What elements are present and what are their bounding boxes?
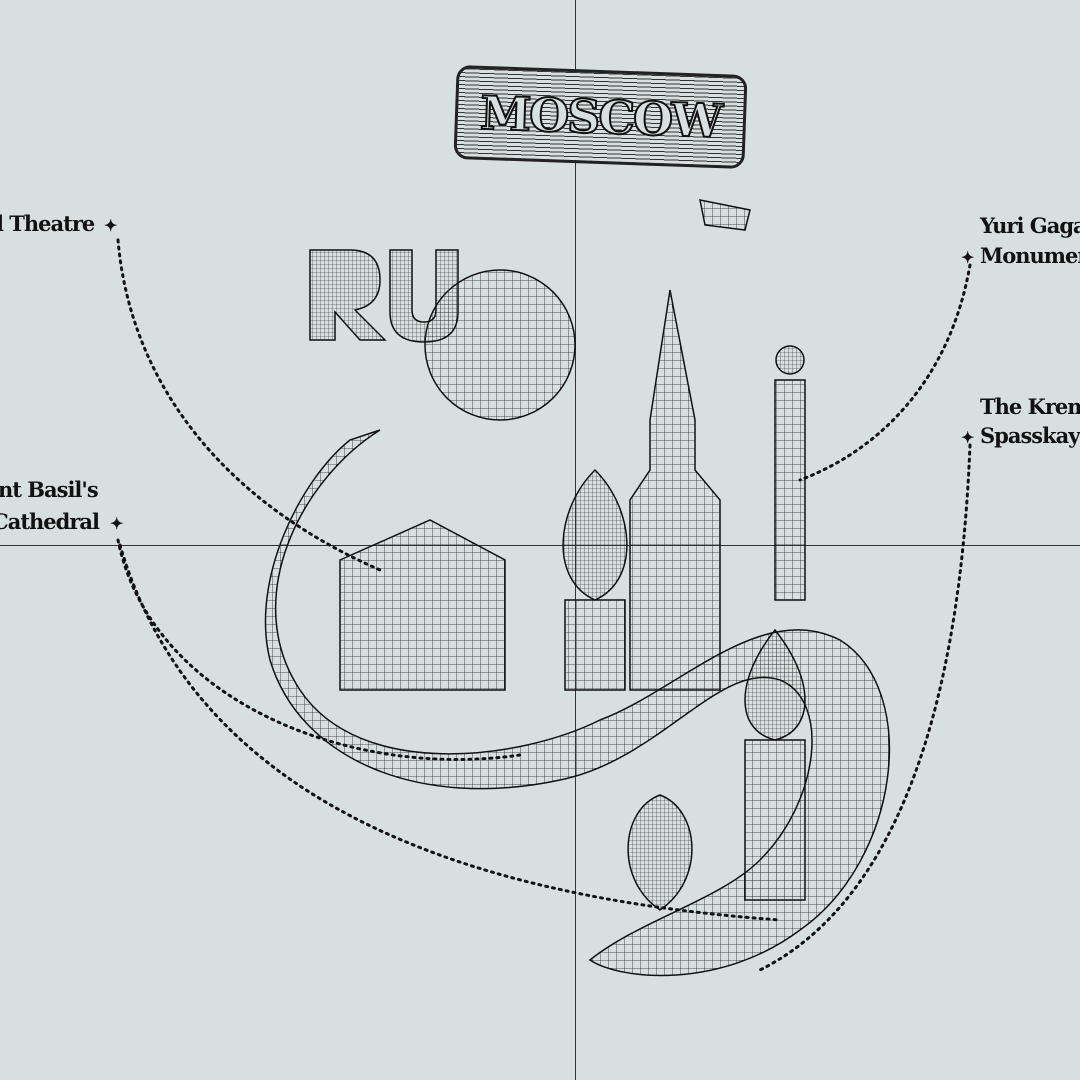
- spasskaya-tower: [629, 289, 721, 691]
- marker-theatre-icon: ✦: [104, 216, 117, 235]
- sputnik: [699, 199, 751, 231]
- label-basil-1: nt Basil's: [0, 477, 99, 502]
- football: [424, 269, 576, 421]
- bolshoi-theatre: [339, 519, 506, 691]
- leader-kremlin: [758, 443, 972, 972]
- label-kremlin-2: Spasskaya: [980, 423, 1080, 448]
- title-plate: MOSCOW: [453, 64, 748, 170]
- basil-dome: [562, 468, 628, 601]
- label-kremlin-1: The Kreml: [980, 394, 1080, 419]
- leader-gagarin: [798, 263, 972, 482]
- marker-gagarin-icon: ✦: [961, 248, 974, 267]
- label-gagarin-1: Yuri Gagari: [980, 213, 1080, 238]
- marker-basil-icon: ✦: [110, 514, 123, 533]
- ribbon-swirl: [264, 429, 891, 977]
- label-basil-2: Cathedral: [0, 509, 100, 534]
- label-theatre: l Theatre: [0, 211, 95, 236]
- title: MOSCOW: [478, 85, 722, 149]
- gagarin-monument: [774, 379, 806, 601]
- faberge-egg: [627, 794, 693, 911]
- ru-monogram: [309, 249, 459, 343]
- viewport-horizontal-axis: [0, 545, 1080, 546]
- marker-kremlin-icon: ✦: [961, 428, 974, 447]
- leader-theatre: [116, 238, 382, 572]
- label-gagarin-2: Monument: [980, 243, 1080, 268]
